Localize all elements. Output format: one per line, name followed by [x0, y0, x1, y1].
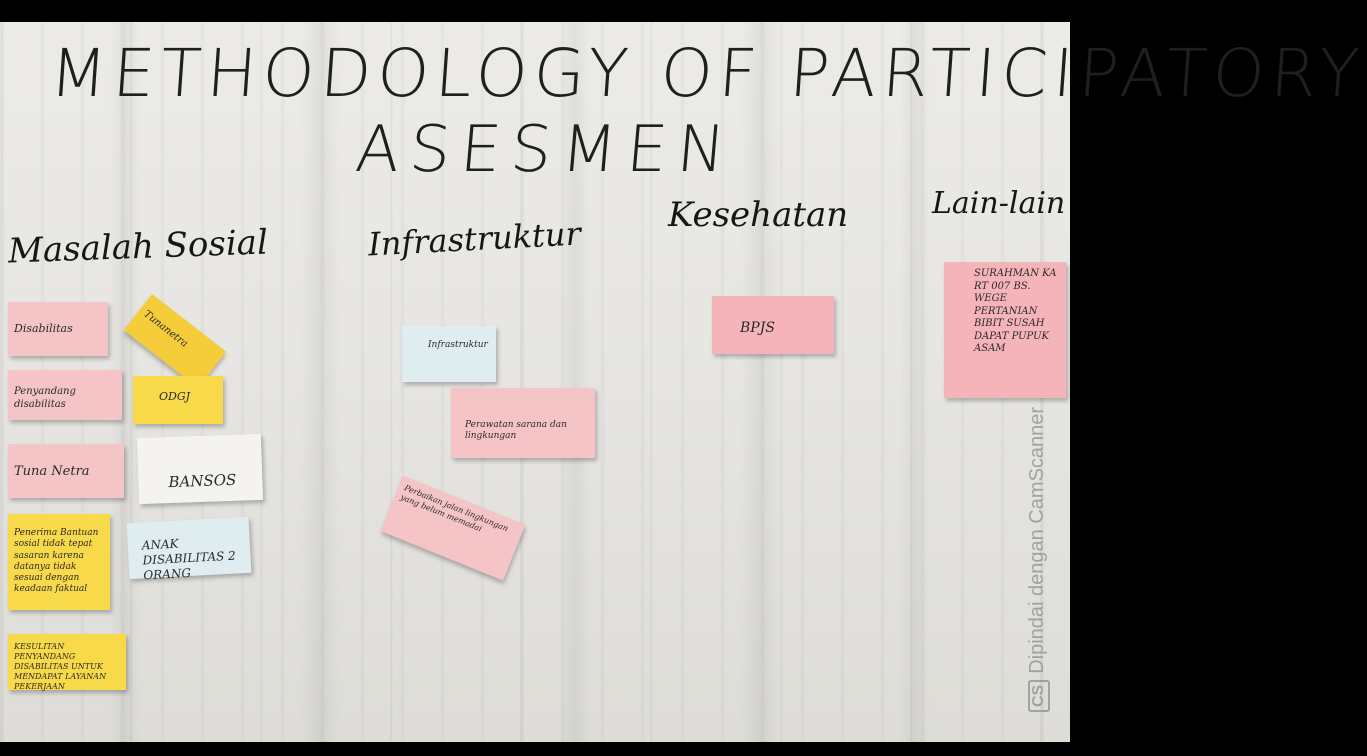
sticky-note-lain-lain: SURAHMAN KA RT 007 BS. WEGE PERTANIAN BI… — [944, 262, 1066, 398]
sticky-note-perawatan-sarana: Perawatan sarana dan lingkungan — [451, 388, 595, 458]
sticky-note-penyandang-disabilitas: Penyandang disabilitas — [8, 370, 122, 420]
column-heading-lain-lain: Lain-lain — [932, 186, 1066, 221]
sticky-note-penerima-bansos: Penerima Bantuan sosial tidak tepat sasa… — [8, 514, 110, 610]
sticky-note-disabilitas: Disabilitas — [8, 302, 108, 356]
sticky-note-infrastruktur: Infrastruktur — [402, 326, 496, 382]
bottom-black-border — [0, 742, 1070, 756]
paper-fold — [300, 22, 340, 742]
camscanner-watermark: CS Dipindai dengan CamScanner — [1026, 407, 1050, 712]
poster-subtitle: ASESMEN — [352, 113, 739, 187]
paper-fold — [560, 22, 590, 742]
sticky-note-kesulitan-pekerjaan: KESULITAN PENYANDANG DISABILITAS UNTUK M… — [8, 634, 126, 691]
sticky-note-odgj: ODGJ — [133, 376, 223, 424]
column-heading-kesehatan: Kesehatan — [668, 195, 849, 235]
watermark-text: Dipindai dengan CamScanner — [1026, 406, 1048, 674]
sticky-note-bpjs: BPJS — [712, 296, 834, 354]
sticky-note-anak-disabilitas: ANAK DISABILITAS 2 ORANG — [126, 516, 252, 582]
sticky-note-bansos: BANSOS — [136, 433, 264, 505]
paper-fold — [900, 22, 930, 742]
camscanner-logo-icon: CS — [1028, 679, 1050, 712]
paper-fold — [740, 22, 780, 742]
sticky-note-tuna-netra: Tuna Netra — [8, 444, 124, 498]
top-black-border — [0, 0, 1070, 22]
poster-title: METHODOLOGY OF PARTICIPATORY — [47, 35, 1367, 112]
